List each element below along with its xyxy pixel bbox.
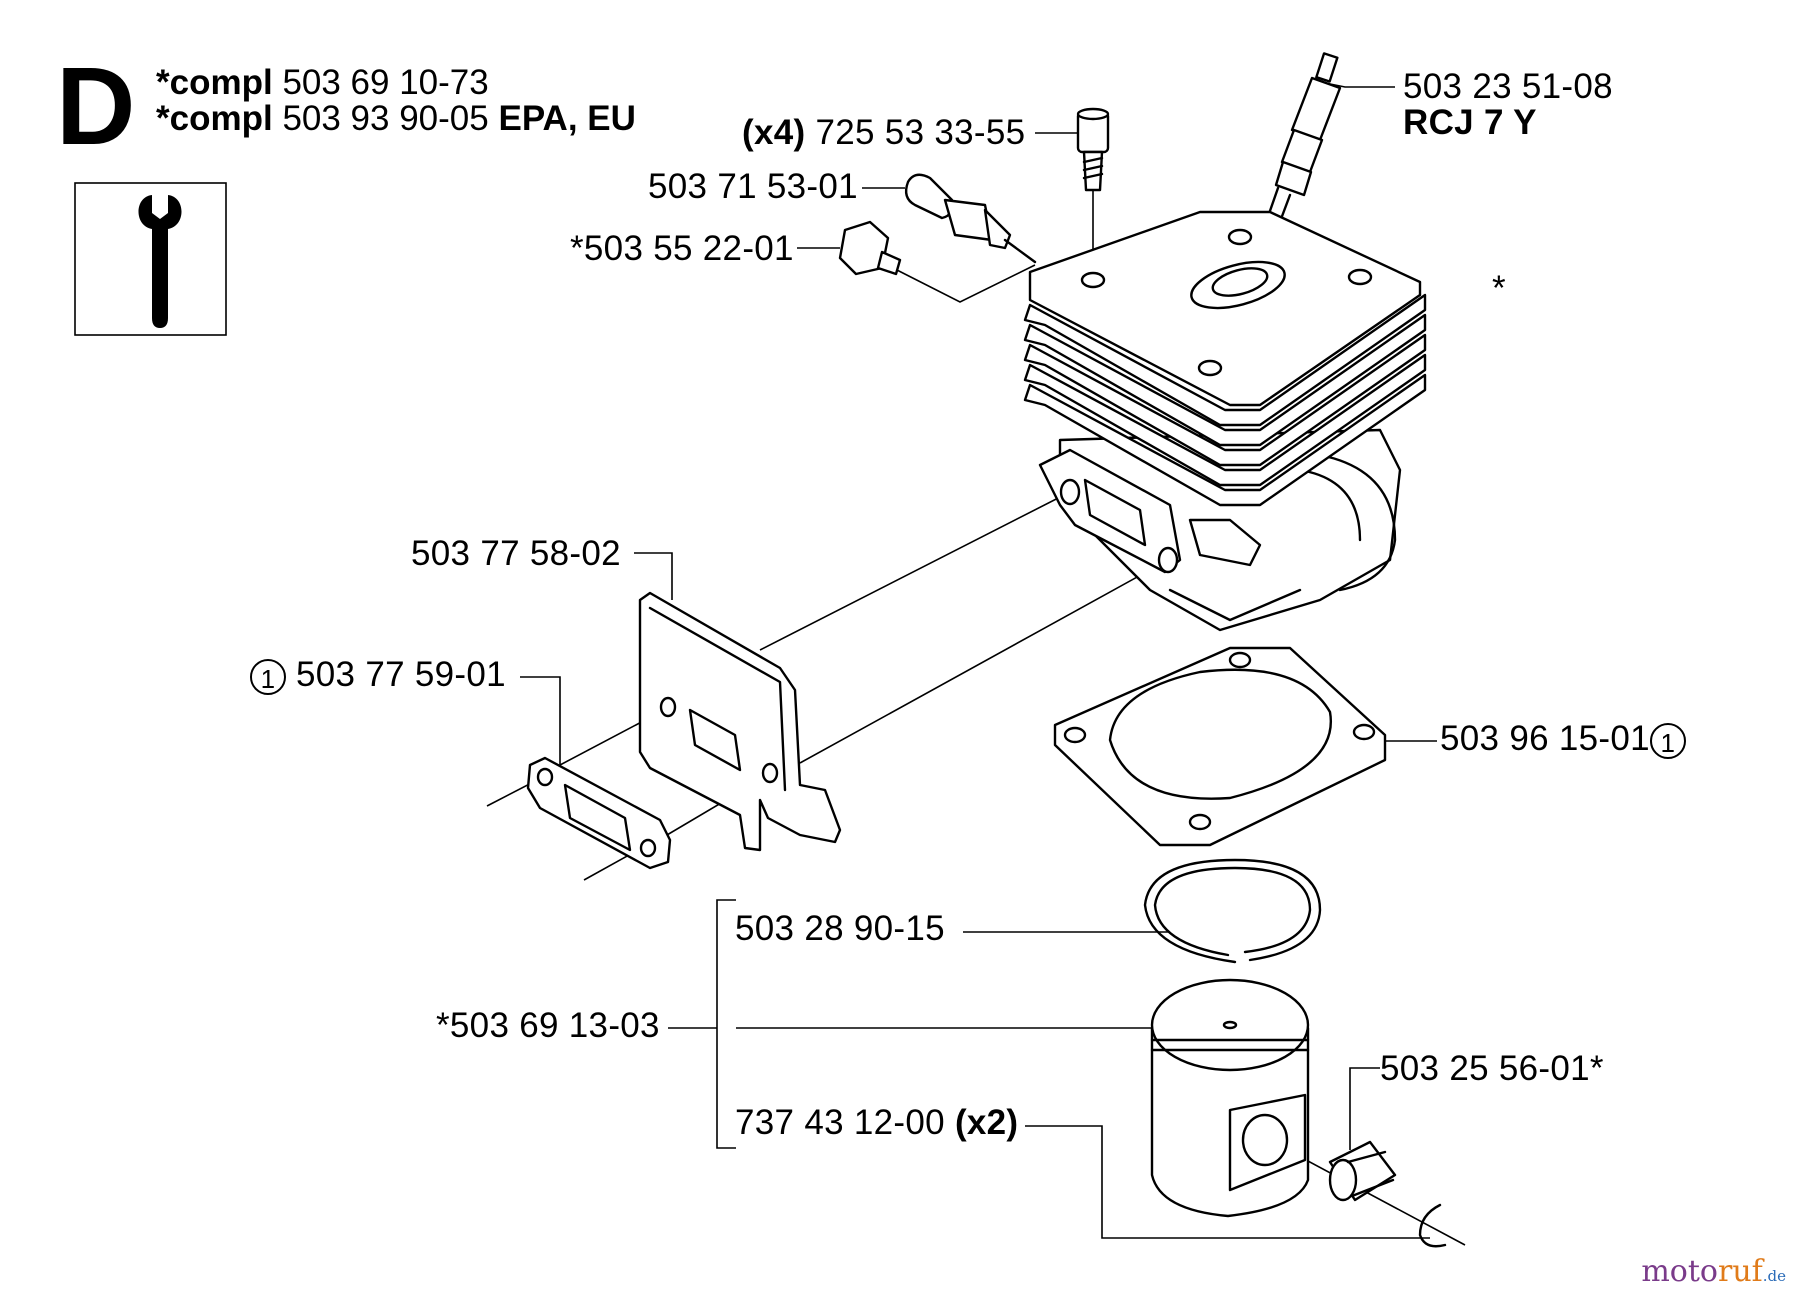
heat-shield-part: [638, 591, 842, 852]
cylinder-screw-part: [1076, 107, 1110, 280]
cylinder-gasket-part: [1053, 646, 1387, 847]
complete-kit-row-1: *compl 503 69 10-73: [156, 64, 489, 102]
cylinder-screw-qty: (x4): [742, 113, 806, 152]
circlip-number: 737 43 12-00: [735, 1103, 945, 1142]
piston-assembly-number: *503 69 13-03: [436, 1006, 660, 1045]
spark-plug-type: RCJ 7 Y: [1403, 103, 1537, 142]
spark-plug-number: 503 23 51-08: [1403, 67, 1613, 106]
watermark-main: motoruf: [1641, 1254, 1763, 1289]
circlip-label: 737 43 12-00 (x2): [735, 1104, 1018, 1142]
needle-bearing-number: 503 25 56-01*: [1380, 1049, 1604, 1088]
decompression-valve-number: 503 71 53-01: [648, 167, 858, 206]
piston-ring-part: [1143, 858, 1322, 964]
section-letter: D: [56, 45, 136, 168]
piston-part: [1150, 978, 1310, 1218]
muffler-gasket-number: 503 77 59-01: [296, 655, 506, 694]
cylinder-number: *: [1492, 269, 1506, 308]
muffler-gasket-part: [526, 756, 672, 870]
complete-kit-row-2: *compl 503 93 90-05 EPA, EU: [156, 100, 636, 138]
heat-shield-number: 503 77 58-02: [411, 534, 621, 573]
piston-ring-number: 503 28 90-15: [735, 909, 945, 948]
decompression-valve-part: [904, 173, 1037, 264]
circlip-qty: (x2): [954, 1103, 1019, 1142]
muffler-gasket-label: 1 503 77 59-01: [250, 656, 506, 695]
compl-label: *compl: [156, 99, 273, 138]
cylinder-screw-number: 725 53 33-55: [815, 113, 1026, 152]
watermark-logo: motoruf.de: [1641, 1254, 1786, 1289]
cylinder-part: [1023, 210, 1427, 632]
cylinder-screw-label: (x4) 725 53 33-55: [742, 114, 1025, 152]
cylinder-gasket-number: 503 96 15-01: [1440, 719, 1650, 758]
compl-number: 503 69 10-73: [282, 63, 489, 102]
compl-suffix: EPA, EU: [498, 99, 636, 138]
plug-screw-number: *503 55 22-01: [570, 229, 794, 268]
wrench-icon: [74, 182, 227, 336]
compl-number: 503 93 90-05: [282, 99, 489, 138]
needle-bearing-part: [1328, 1140, 1397, 1202]
compl-label: *compl: [156, 63, 273, 102]
plug-screw-part: [838, 220, 902, 276]
item-circle-badge: 1: [250, 658, 286, 695]
circlip-part: [1418, 1203, 1447, 1248]
item-circle-badge: 1: [1649, 722, 1686, 759]
watermark-sub: .de: [1762, 1267, 1786, 1285]
